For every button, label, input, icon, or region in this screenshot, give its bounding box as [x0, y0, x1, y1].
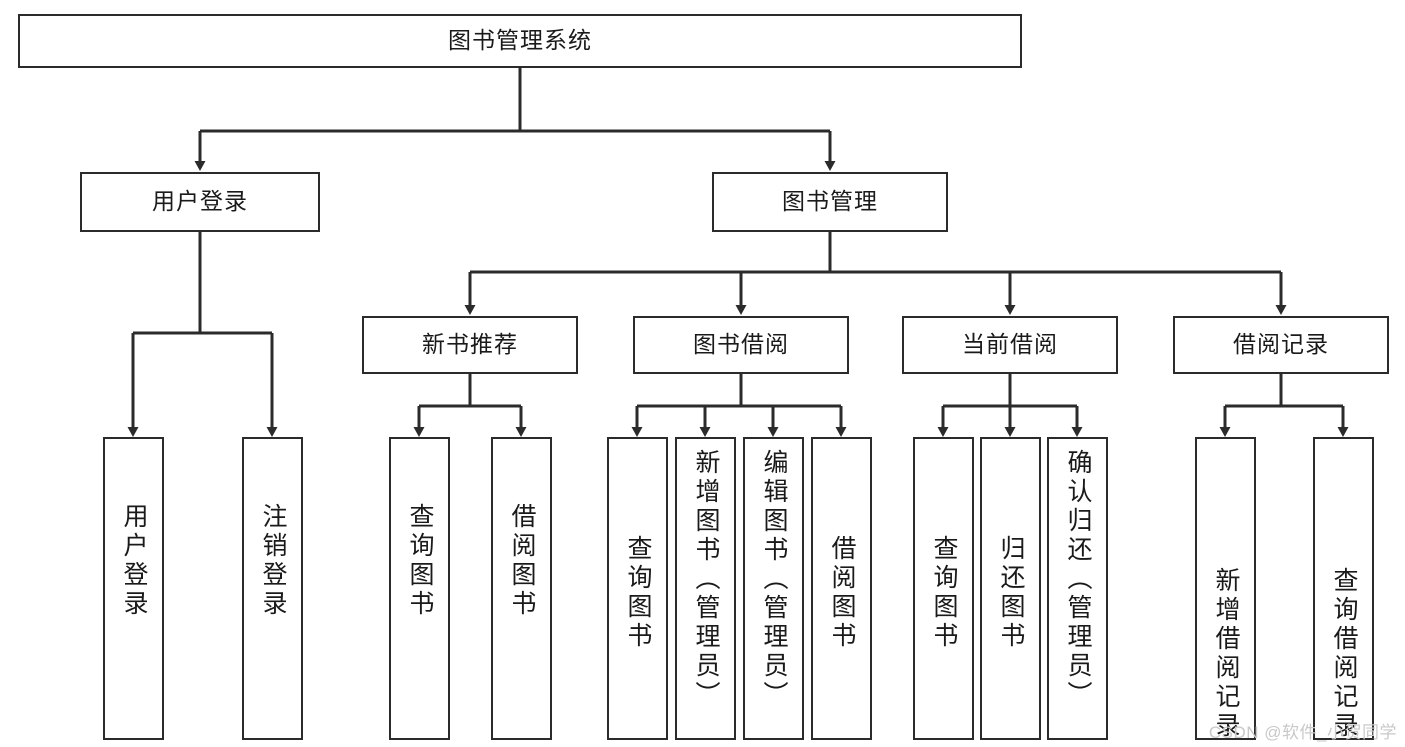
- node-book-manage[interactable]: 图书管理: [712, 172, 948, 232]
- node-leaf-query-book-3-label: 查询图书: [930, 535, 958, 651]
- node-current-borrow-label: 当前借阅: [962, 331, 1058, 358]
- node-borrow-record[interactable]: 借阅记录: [1173, 316, 1389, 374]
- node-leaf-logout-label: 注销登录: [259, 503, 287, 619]
- node-book-borrow-label: 图书借阅: [693, 331, 789, 358]
- node-leaf-borrow-book-2[interactable]: 借阅图书: [811, 437, 872, 740]
- node-leaf-edit-book[interactable]: 编辑图书（管理员）: [743, 437, 804, 740]
- node-book-manage-label: 图书管理: [782, 188, 878, 215]
- node-leaf-borrow-book-1-label: 借阅图书: [508, 503, 536, 619]
- node-leaf-return-book[interactable]: 归还图书: [980, 437, 1041, 740]
- node-root[interactable]: 图书管理系统: [18, 14, 1022, 68]
- node-leaf-add-book[interactable]: 新增图书（管理员）: [675, 437, 736, 740]
- node-leaf-edit-book-label: 编辑图书（管理员）: [760, 449, 788, 710]
- node-leaf-add-record[interactable]: 新增借阅记录: [1195, 437, 1256, 741]
- node-leaf-borrow-book-1[interactable]: 借阅图书: [491, 437, 552, 740]
- node-new-book-rec-label: 新书推荐: [422, 331, 518, 358]
- csdn-watermark: CSDN @软件_小贺同学: [1208, 723, 1397, 742]
- node-leaf-logout[interactable]: 注销登录: [242, 437, 303, 740]
- node-leaf-query-book-3[interactable]: 查询图书: [913, 437, 974, 740]
- node-leaf-query-record[interactable]: 查询借阅记录: [1313, 437, 1374, 741]
- node-leaf-confirm-return-label: 确认归还（管理员）: [1064, 449, 1092, 710]
- node-leaf-query-record-label: 查询借阅记录: [1330, 567, 1358, 741]
- node-leaf-add-record-label: 新增借阅记录: [1212, 567, 1240, 741]
- node-book-borrow[interactable]: 图书借阅: [633, 316, 849, 374]
- node-borrow-record-label: 借阅记录: [1233, 331, 1329, 358]
- node-root-label: 图书管理系统: [448, 27, 592, 54]
- node-new-book-rec[interactable]: 新书推荐: [362, 316, 578, 374]
- node-leaf-query-book-1[interactable]: 查询图书: [389, 437, 450, 740]
- node-leaf-query-book-2-label: 查询图书: [624, 535, 652, 651]
- node-user-login-label: 用户登录: [152, 188, 248, 215]
- node-leaf-borrow-book-2-label: 借阅图书: [828, 535, 856, 651]
- node-user-login[interactable]: 用户登录: [80, 172, 320, 232]
- node-leaf-user-login-label: 用户登录: [120, 503, 148, 619]
- node-leaf-confirm-return[interactable]: 确认归还（管理员）: [1047, 437, 1108, 740]
- node-leaf-user-login[interactable]: 用户登录: [103, 437, 164, 740]
- node-leaf-add-book-label: 新增图书（管理员）: [692, 449, 720, 710]
- node-leaf-query-book-2[interactable]: 查询图书: [607, 437, 668, 740]
- node-leaf-query-book-1-label: 查询图书: [406, 503, 434, 619]
- node-current-borrow[interactable]: 当前借阅: [902, 316, 1118, 374]
- node-leaf-return-book-label: 归还图书: [997, 535, 1025, 651]
